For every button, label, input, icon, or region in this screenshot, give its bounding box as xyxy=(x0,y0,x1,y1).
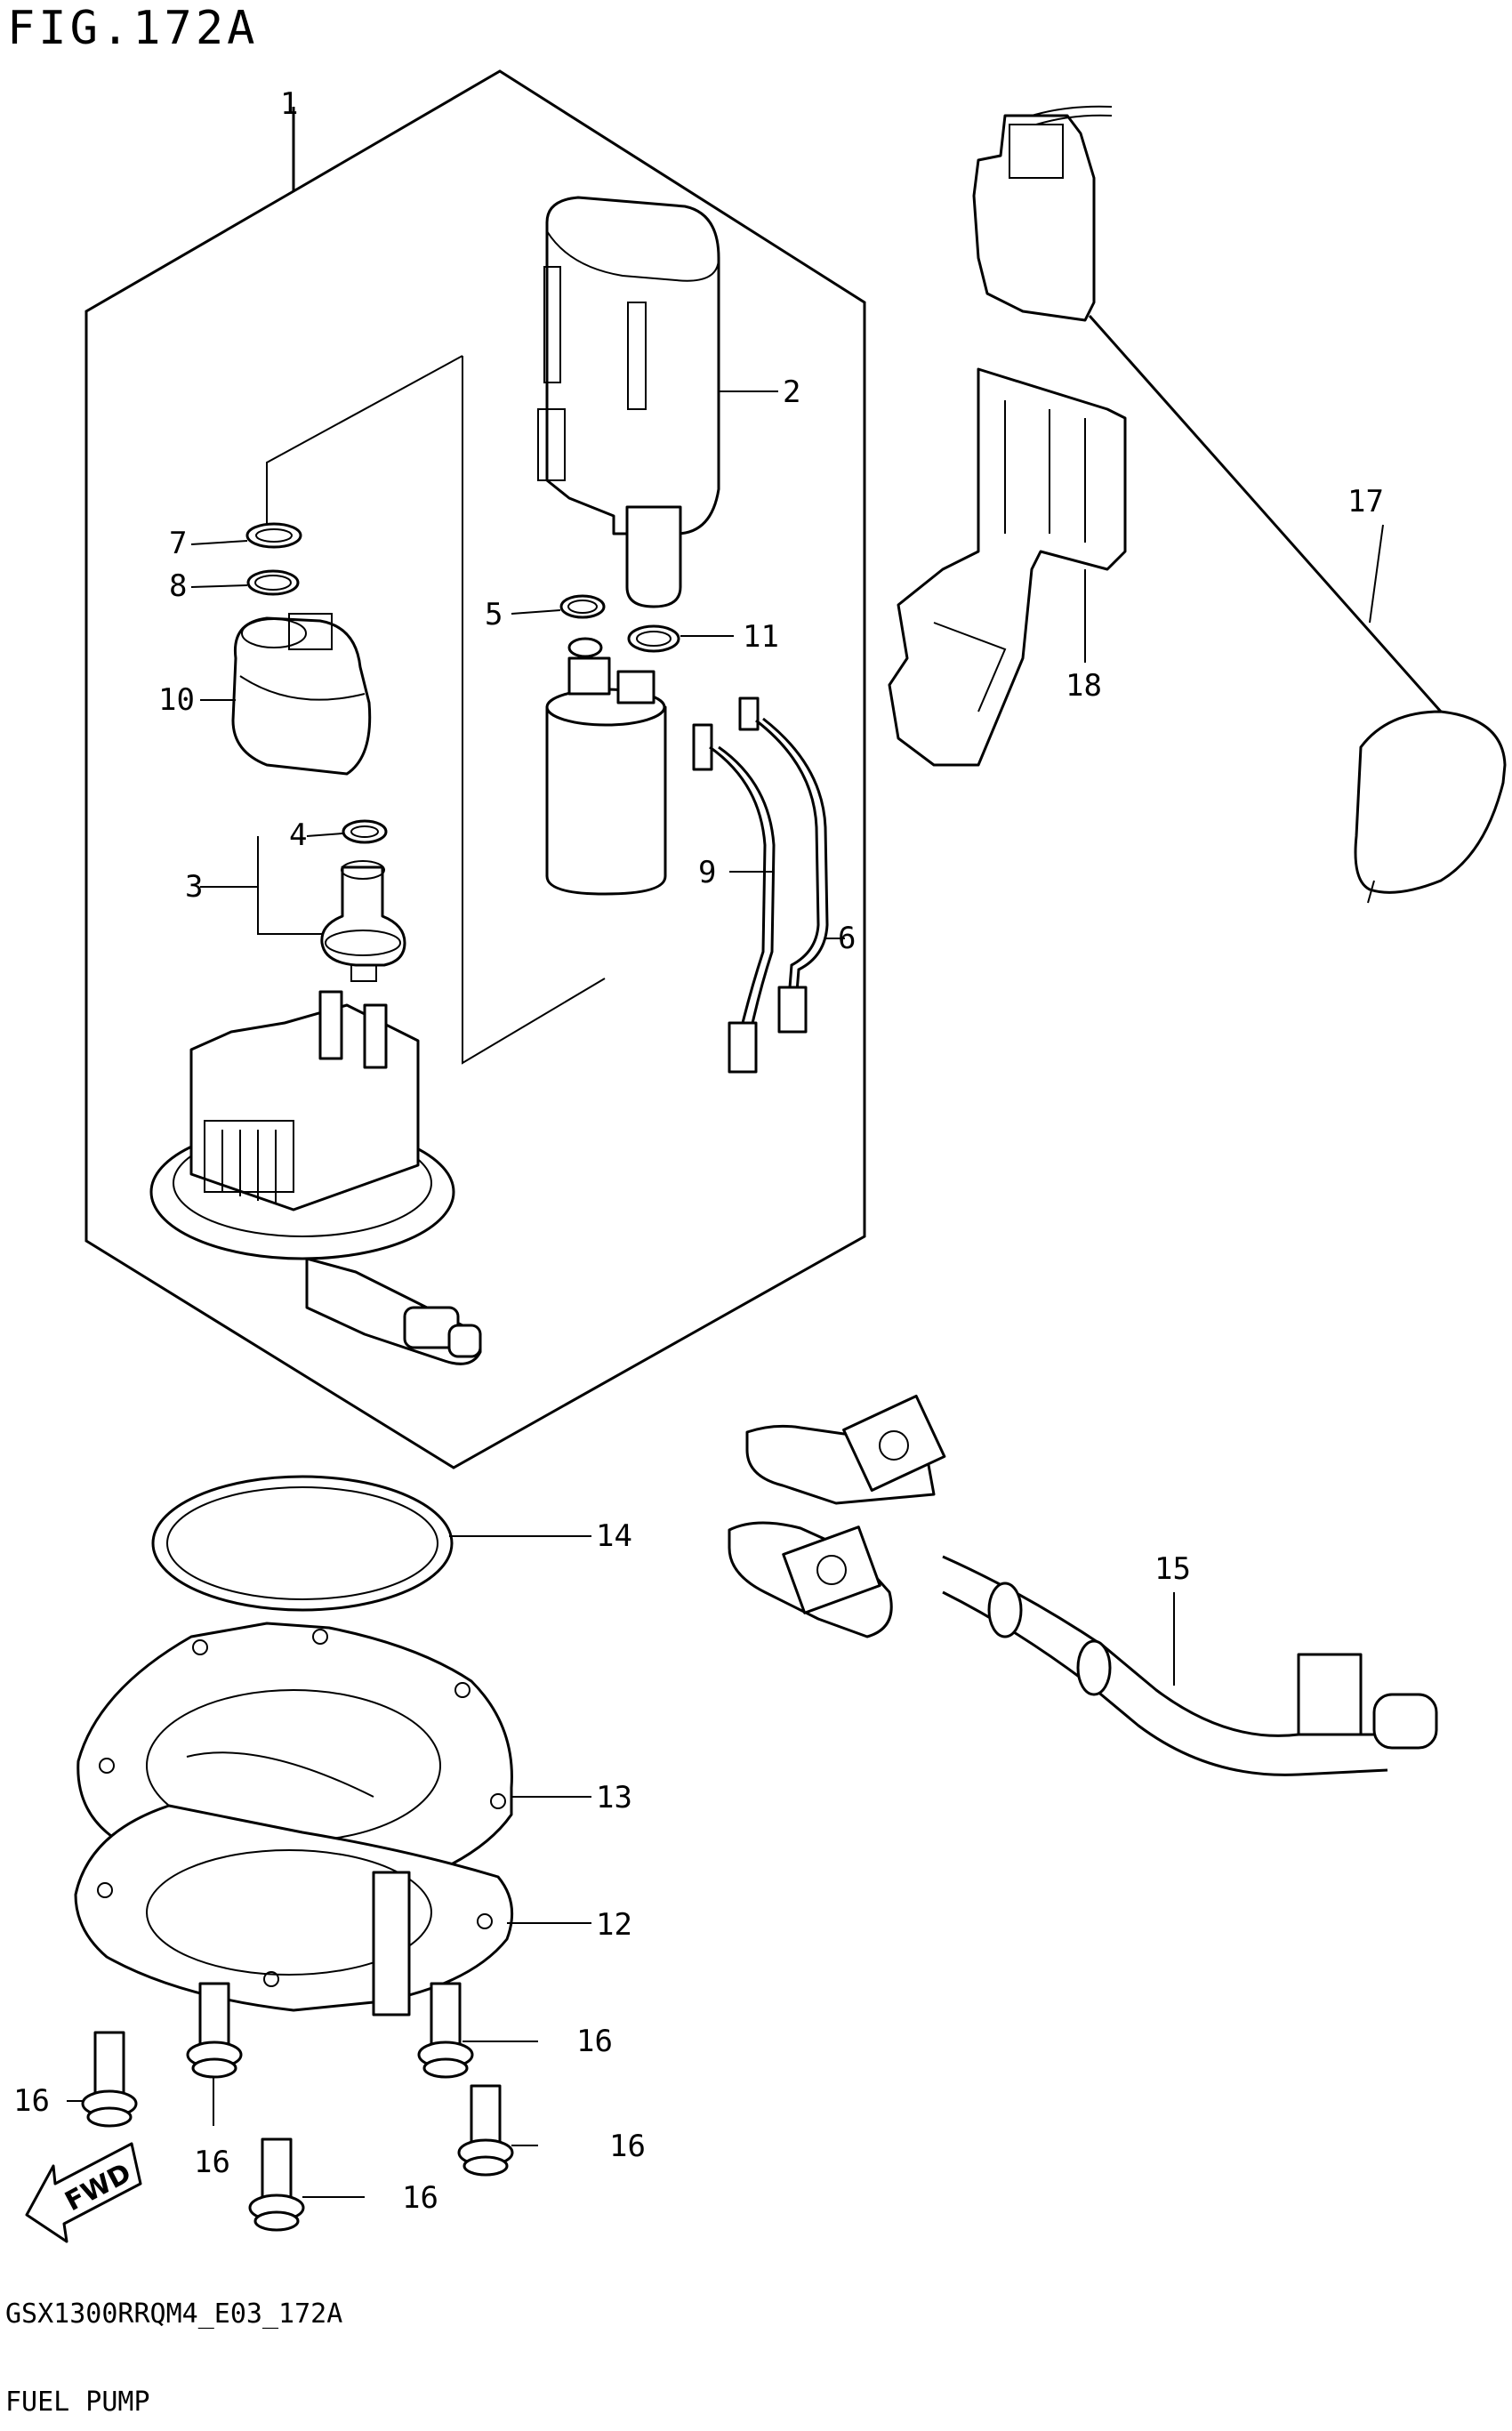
callout-labels: 1 2 3 4 5 6 7 8 9 10 11 12 13 14 15 16 1… xyxy=(13,86,1384,2216)
o-ring-11 xyxy=(627,624,680,653)
bracket-18 xyxy=(888,367,1127,767)
callout-16b: 16 xyxy=(13,2083,50,2119)
callout-4: 4 xyxy=(289,817,307,853)
callout-2: 2 xyxy=(783,374,800,410)
callout-16c: 16 xyxy=(194,2145,230,2180)
callout-8: 8 xyxy=(169,568,187,604)
o-ring-5 xyxy=(559,594,606,619)
o-ring-8 xyxy=(246,569,300,596)
callout-10: 10 xyxy=(158,682,195,718)
fuel-level-sender-17 xyxy=(972,105,1507,904)
callout-1: 1 xyxy=(280,86,298,122)
callout-15: 15 xyxy=(1154,1551,1191,1587)
bolt-16c xyxy=(81,2031,138,2128)
pump-housing-part xyxy=(537,196,720,608)
callout-12: 12 xyxy=(596,1907,632,1943)
callout-16e: 16 xyxy=(402,2180,438,2216)
pump-base-plate xyxy=(149,990,482,1365)
callout-7: 7 xyxy=(169,526,187,561)
o-ring-4 xyxy=(342,819,388,844)
callout-5: 5 xyxy=(485,597,503,632)
o-ring-7 xyxy=(245,522,302,549)
fuel-pump-motor xyxy=(545,637,667,896)
figure-title: FIG.172A xyxy=(7,2,259,55)
callout-9: 9 xyxy=(698,855,716,890)
callout-17: 17 xyxy=(1347,484,1384,519)
tank-gasket-14 xyxy=(151,1475,454,1612)
assembly-boundary-1 xyxy=(84,69,866,1469)
callout-14: 14 xyxy=(596,1518,632,1554)
pump-wire-9 xyxy=(692,723,776,1074)
callout-18: 18 xyxy=(1066,668,1102,704)
lower-plate-12 xyxy=(74,1804,514,2016)
bolt-16e xyxy=(248,2137,305,2232)
callout-16d: 16 xyxy=(609,2129,646,2164)
callout-11: 11 xyxy=(743,619,779,655)
regulator-holder-10 xyxy=(231,613,372,776)
leader-lines xyxy=(67,390,1384,2198)
bolt-16b xyxy=(417,1982,474,2079)
bolt-16d xyxy=(457,2084,514,2177)
forward-direction-arrow: FWD xyxy=(25,2142,142,2243)
fuel-hose-15 xyxy=(728,1394,1438,1776)
callout-16a: 16 xyxy=(576,2024,613,2059)
callout-6: 6 xyxy=(838,921,856,956)
pressure-regulator-3 xyxy=(320,860,406,982)
callout-13: 13 xyxy=(596,1780,632,1815)
bolt-16a xyxy=(186,1982,243,2079)
callout-3: 3 xyxy=(185,869,203,905)
figure-code: GSX1300RRQM4_E03_172A xyxy=(5,2298,343,2330)
pump-wire-6 xyxy=(738,696,829,1034)
figure-name: FUEL PUMP xyxy=(5,2387,150,2418)
